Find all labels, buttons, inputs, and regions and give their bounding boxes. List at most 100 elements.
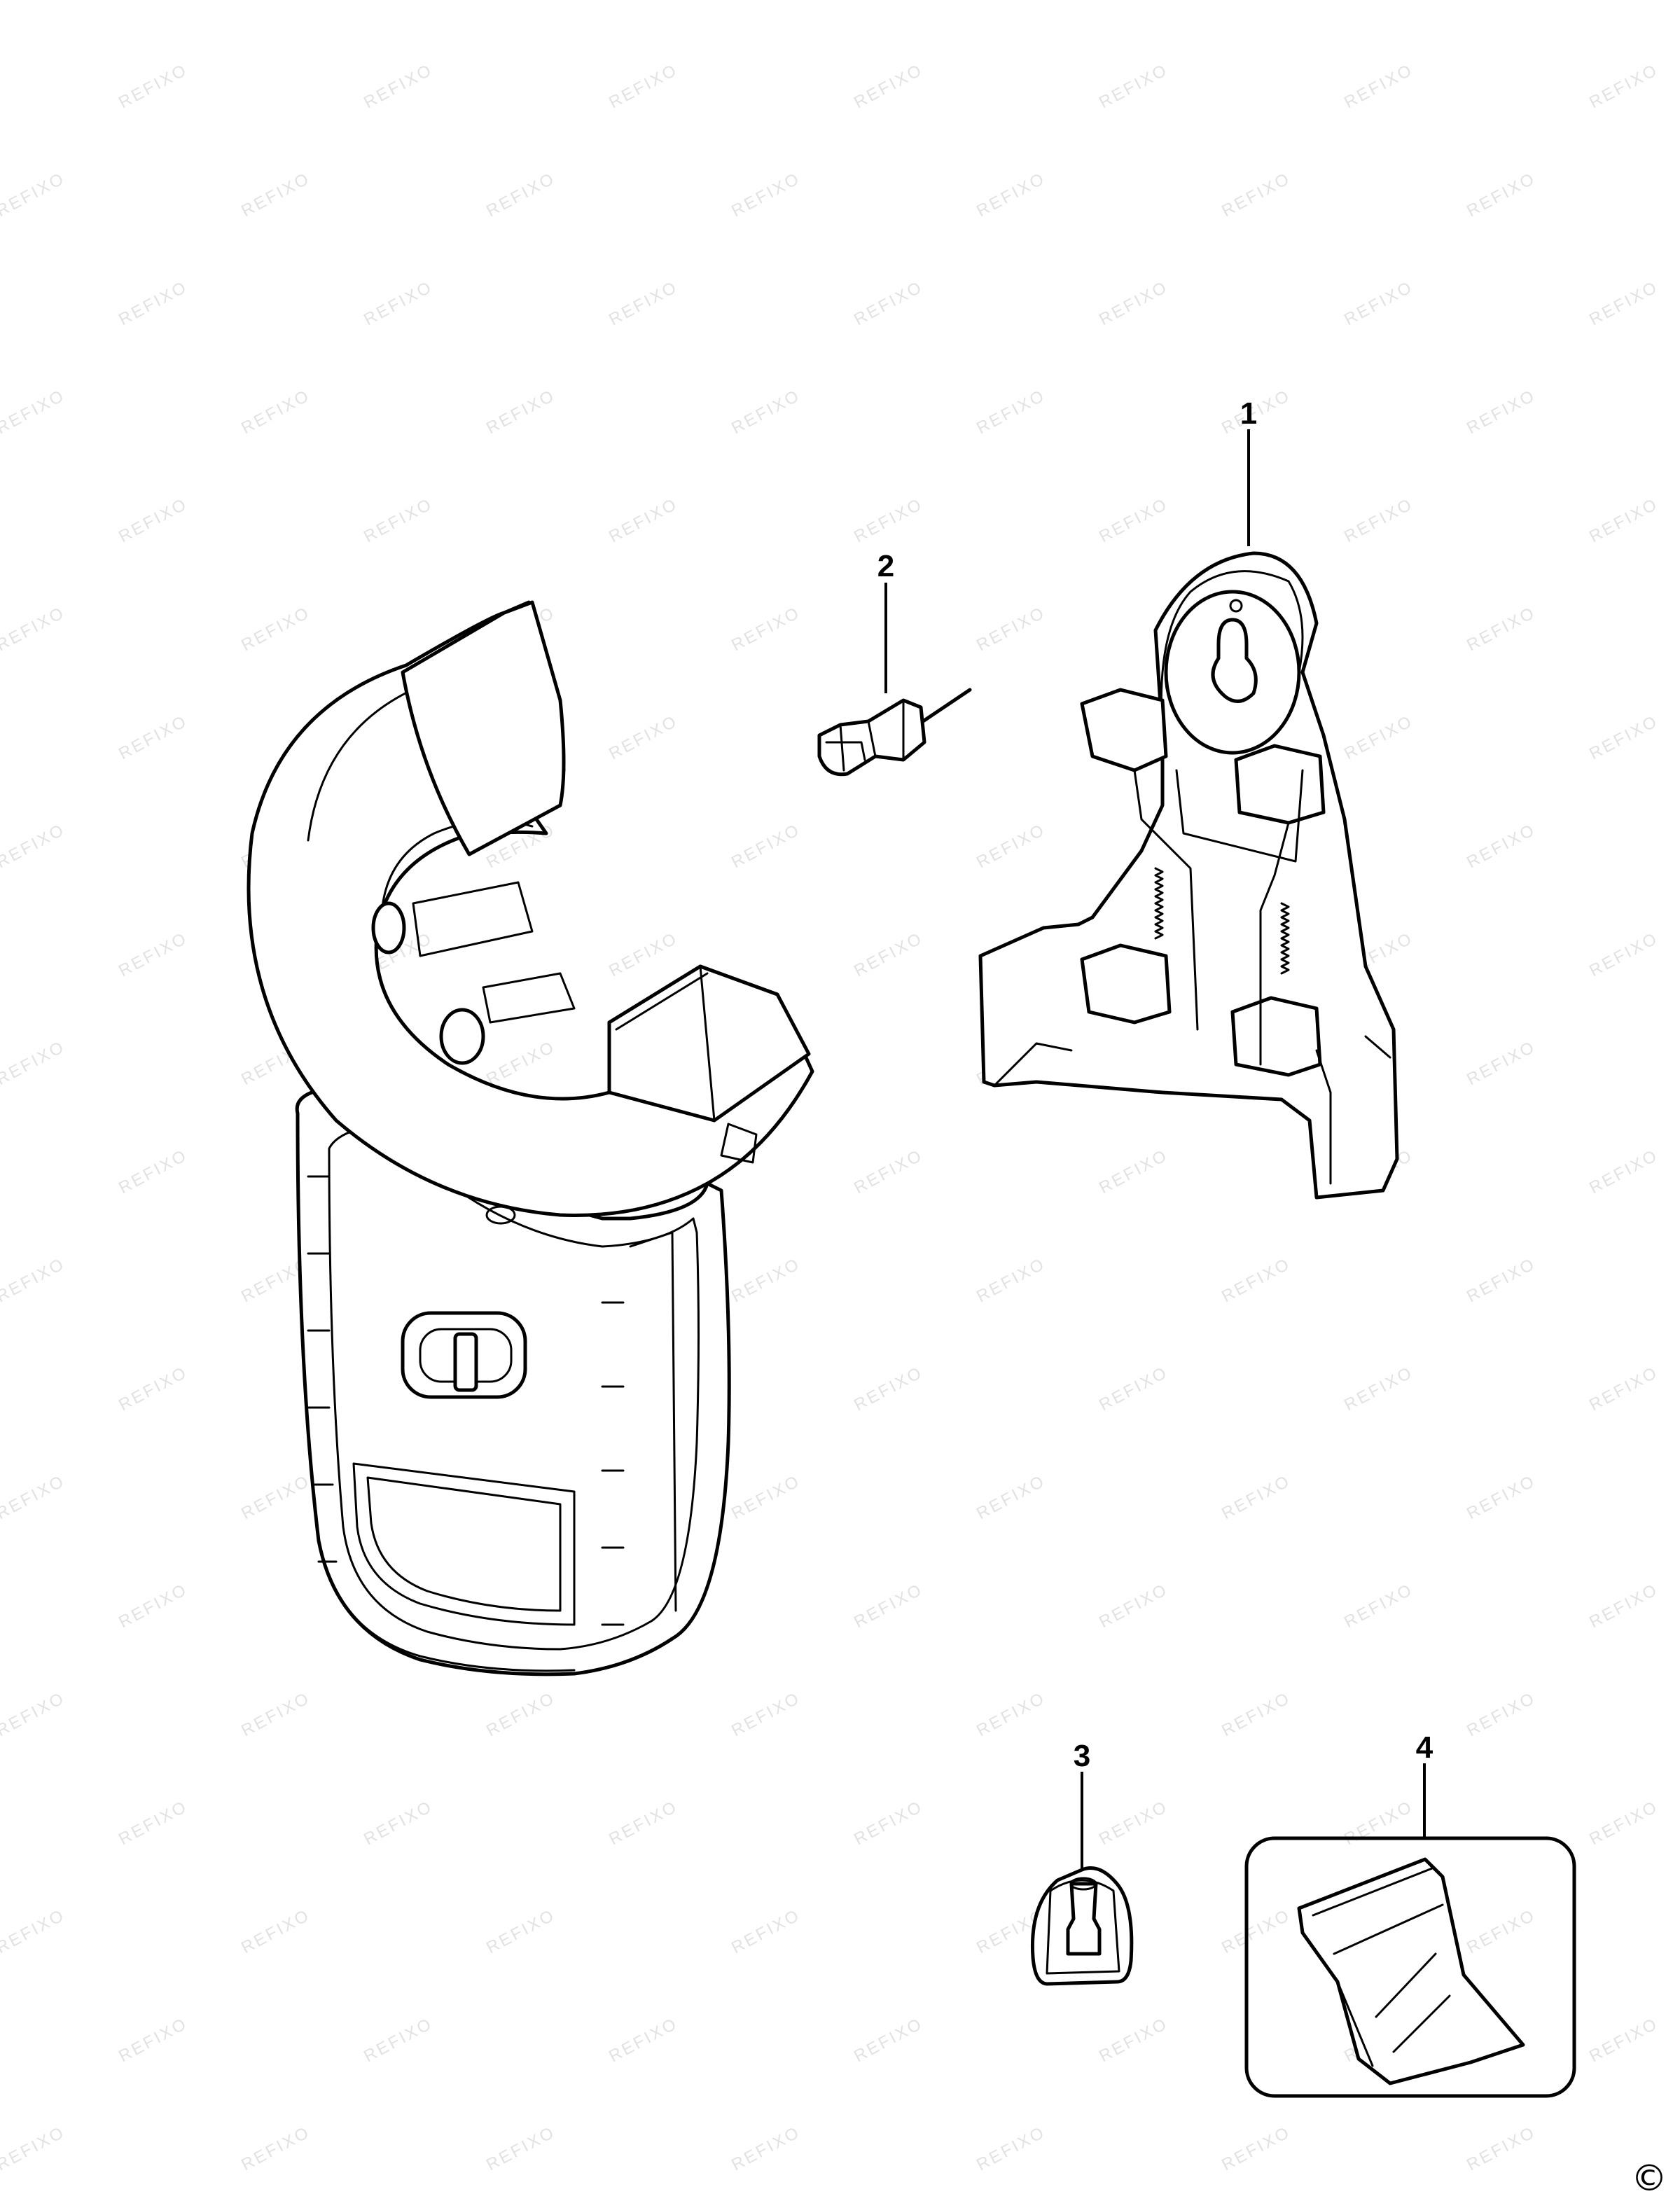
watermark-text: REFIXO: [851, 1580, 926, 1632]
wall-mount-bracket-icon: [978, 551, 1399, 1200]
watermark-text: REFIXO: [973, 0, 1048, 4]
watermark-text: REFIXO: [1464, 1471, 1539, 1523]
watermark-text: REFIXO: [238, 1905, 313, 1957]
watermark-text: REFIXO: [728, 1905, 803, 1957]
watermark-text: REFIXO: [1586, 60, 1661, 112]
watermark-text: REFIXO: [1219, 1254, 1293, 1306]
watermark-text: REFIXO: [0, 386, 69, 438]
watermark-text: REFIXO: [483, 1905, 558, 1957]
watermark-text: REFIXO: [483, 1688, 558, 1740]
leader-lines: [884, 429, 1426, 1870]
watermark-text: REFIXO: [1096, 1146, 1171, 1197]
watermark-text: REFIXO: [1219, 1471, 1293, 1523]
watermark-text: REFIXO: [238, 603, 313, 655]
watermark-text: REFIXO: [851, 494, 926, 546]
watermark-text: REFIXO: [728, 1471, 803, 1523]
callout-number-2: 2: [877, 549, 894, 583]
watermark-text: REFIXO: [728, 0, 803, 4]
watermark-text: REFIXO: [1586, 711, 1661, 763]
watermark-text: REFIXO: [606, 277, 681, 329]
watermark-text: REFIXO: [116, 494, 190, 546]
watermark-text: REFIXO: [851, 1363, 926, 1415]
watermark-text: REFIXO: [1219, 0, 1293, 4]
watermark-text: REFIXO: [606, 1797, 681, 1849]
parts-bag-frame: [1244, 1836, 1576, 2098]
watermark-text: REFIXO: [483, 0, 558, 4]
watermark-text: REFIXO: [0, 169, 69, 221]
watermark-text: REFIXO: [361, 60, 436, 112]
watermark-text: REFIXO: [851, 1797, 926, 1849]
parts-bag-icon: [1297, 1857, 1525, 2085]
callout-number-4: 4: [1416, 1730, 1433, 1765]
push-pin-icon: [817, 688, 972, 777]
watermark-text: REFIXO: [483, 1037, 558, 1089]
watermark-text: REFIXO: [238, 386, 313, 438]
watermark-text: REFIXO: [1219, 169, 1293, 221]
watermark-text: REFIXO: [973, 1688, 1048, 1740]
watermark-text: REFIXO: [116, 1580, 190, 1632]
watermark-text: REFIXO: [361, 2014, 436, 2066]
watermark-text: REFIXO: [1341, 277, 1416, 329]
watermark-text: REFIXO: [606, 929, 681, 980]
watermark-text: REFIXO: [116, 60, 190, 112]
watermark-text: REFIXO: [1586, 2014, 1661, 2066]
watermark-text: REFIXO: [1096, 2014, 1171, 2066]
watermark-text: REFIXO: [116, 711, 190, 763]
watermark-text: REFIXO: [1464, 1905, 1539, 1957]
watermark-text: REFIXO: [116, 1146, 190, 1197]
plug-adapter-icon: [1030, 1866, 1134, 1986]
watermark-text: REFIXO: [973, 603, 1048, 655]
watermark-text: REFIXO: [361, 277, 436, 329]
watermark-text: REFIXO: [728, 386, 803, 438]
watermark-text: REFIXO: [0, 1254, 69, 1306]
watermark-text: REFIXO: [1464, 0, 1539, 4]
watermark-text: REFIXO: [728, 169, 803, 221]
laser-level-unit-icon: [247, 600, 814, 1676]
watermark-text: REFIXO: [973, 386, 1048, 438]
watermark-text: REFIXO: [0, 1471, 69, 1523]
watermark-text: REFIXO: [361, 494, 436, 546]
watermark-text: REFIXO: [361, 1797, 436, 1849]
watermark-text: REFIXO: [238, 2123, 313, 2174]
watermark-text: REFIXO: [851, 60, 926, 112]
watermark-text: REFIXO: [1341, 1580, 1416, 1632]
watermark-text: REFIXO: [1096, 1797, 1171, 1849]
watermark-text: REFIXO: [0, 2123, 69, 2174]
watermark-text: REFIXO: [1464, 2123, 1539, 2174]
watermark-text: REFIXO: [1586, 1580, 1661, 1632]
watermark-text: REFIXO: [1096, 494, 1171, 546]
watermark-text: REFIXO: [973, 169, 1048, 221]
watermark-text: REFIXO: [1341, 494, 1416, 546]
watermark-text: REFIXO: [116, 2014, 190, 2066]
watermark-text: REFIXO: [1219, 1688, 1293, 1740]
watermark-text: REFIXO: [973, 1471, 1048, 1523]
watermark-text: REFIXO: [0, 1688, 69, 1740]
watermark-text: REFIXO: [1464, 820, 1539, 872]
watermark-text: REFIXO: [1219, 1905, 1293, 1957]
watermark-text: REFIXO: [728, 2123, 803, 2174]
watermark-text: REFIXO: [606, 2014, 681, 2066]
watermark-text: REFIXO: [1464, 603, 1539, 655]
watermark-text: REFIXO: [1464, 1037, 1539, 1089]
watermark-text: REFIXO: [0, 1037, 69, 1089]
copyright-mark: ©: [1631, 2158, 1667, 2200]
watermark-text: REFIXO: [0, 1905, 69, 1957]
watermark-text: REFIXO: [1586, 1363, 1661, 1415]
callout-number-3: 3: [1074, 1739, 1090, 1773]
watermark-text: REFIXO: [728, 1688, 803, 1740]
watermark-text: REFIXO: [973, 2123, 1048, 2174]
watermark-text: REFIXO: [1586, 277, 1661, 329]
watermark-text: REFIXO: [483, 169, 558, 221]
watermark-text: REFIXO: [238, 169, 313, 221]
watermark-text: REFIXO: [1096, 1580, 1171, 1632]
watermark-text: REFIXO: [851, 2014, 926, 2066]
watermark-text: REFIXO: [1096, 60, 1171, 112]
watermark-text: REFIXO: [238, 1688, 313, 1740]
watermark-text: REFIXO: [483, 386, 558, 438]
watermark-text: REFIXO: [1341, 711, 1416, 763]
watermark-text: REFIXO: [606, 711, 681, 763]
watermark-text: REFIXO: [0, 0, 69, 4]
watermark-text: REFIXO: [1464, 1688, 1539, 1740]
watermark-text: REFIXO: [1464, 169, 1539, 221]
